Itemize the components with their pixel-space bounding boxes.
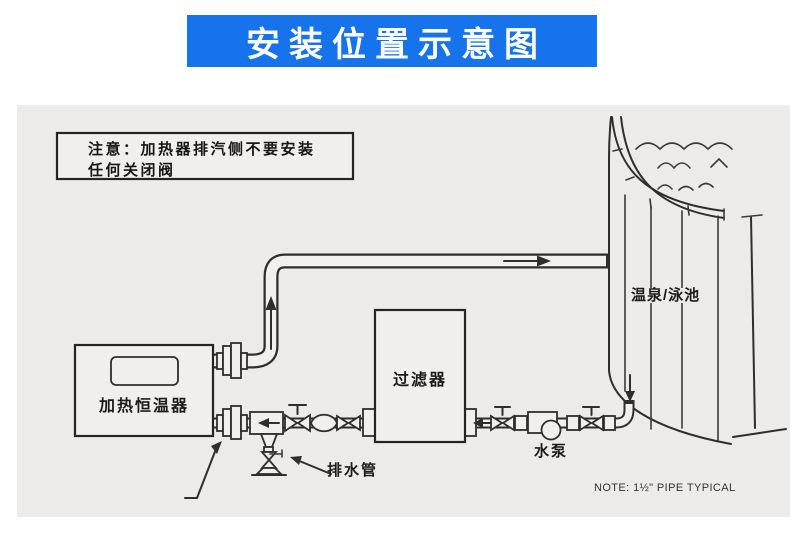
drain-valve: [260, 449, 283, 469]
heater-label: 加热恒温器: [98, 398, 189, 415]
warning-note-text: 注意：加热器排汽侧不要安装 任何关闭阀: [88, 139, 316, 181]
pool-elbow-fitting: [603, 415, 616, 431]
page-title: 安装位置示意图: [246, 25, 547, 64]
pool-wall-hatch-lines: [624, 194, 719, 441]
check-valve: [310, 413, 338, 433]
pool-wall: [608, 116, 787, 445]
filter-box: [373, 308, 467, 444]
flow-arrow-right-icon: [503, 255, 551, 267]
pipe-size-note: NOTE: 1½" PIPE TYPICAL: [594, 482, 736, 494]
supply-pipe: [209, 253, 610, 379]
warning-note-line-2: 任何关闭阀: [88, 162, 176, 179]
filter-inlet-flange: [362, 408, 376, 437]
shutoff-valve-3: [490, 406, 515, 432]
drain-label: 排水管: [327, 462, 379, 479]
flow-arrow-up-icon: [265, 296, 277, 350]
valve-2: [336, 414, 361, 432]
shutoff-valve-1: [284, 404, 311, 433]
filter-label: 过滤器: [392, 372, 447, 389]
pump-label: 水泵: [533, 443, 568, 460]
warning-note-line-1: 注意：加热器排汽侧不要安装: [88, 141, 316, 158]
warning-note-box: [55, 131, 355, 181]
pipe-union-bottom: [216, 405, 248, 440]
pump-outlet-fitting: [566, 415, 580, 431]
pump-inlet-fitting: [514, 415, 528, 431]
union-pointer-arrow: [184, 441, 222, 499]
pipe-union-top: [216, 342, 248, 379]
drain-pointer-arrow: [290, 456, 332, 475]
heater-display: [110, 356, 179, 386]
pool-label: 温泉/泳池: [629, 287, 703, 304]
heater-box: [73, 343, 215, 438]
pump-symbol: [527, 411, 562, 441]
shutoff-valve-4: [579, 406, 604, 432]
flow-arrow-left-icon: [258, 418, 280, 428]
flow-arrow-down-icon: [625, 374, 635, 402]
drain-tee: [249, 411, 287, 476]
water-waves-icon: [635, 142, 733, 191]
title-banner: 安装位置示意图: [187, 15, 597, 67]
